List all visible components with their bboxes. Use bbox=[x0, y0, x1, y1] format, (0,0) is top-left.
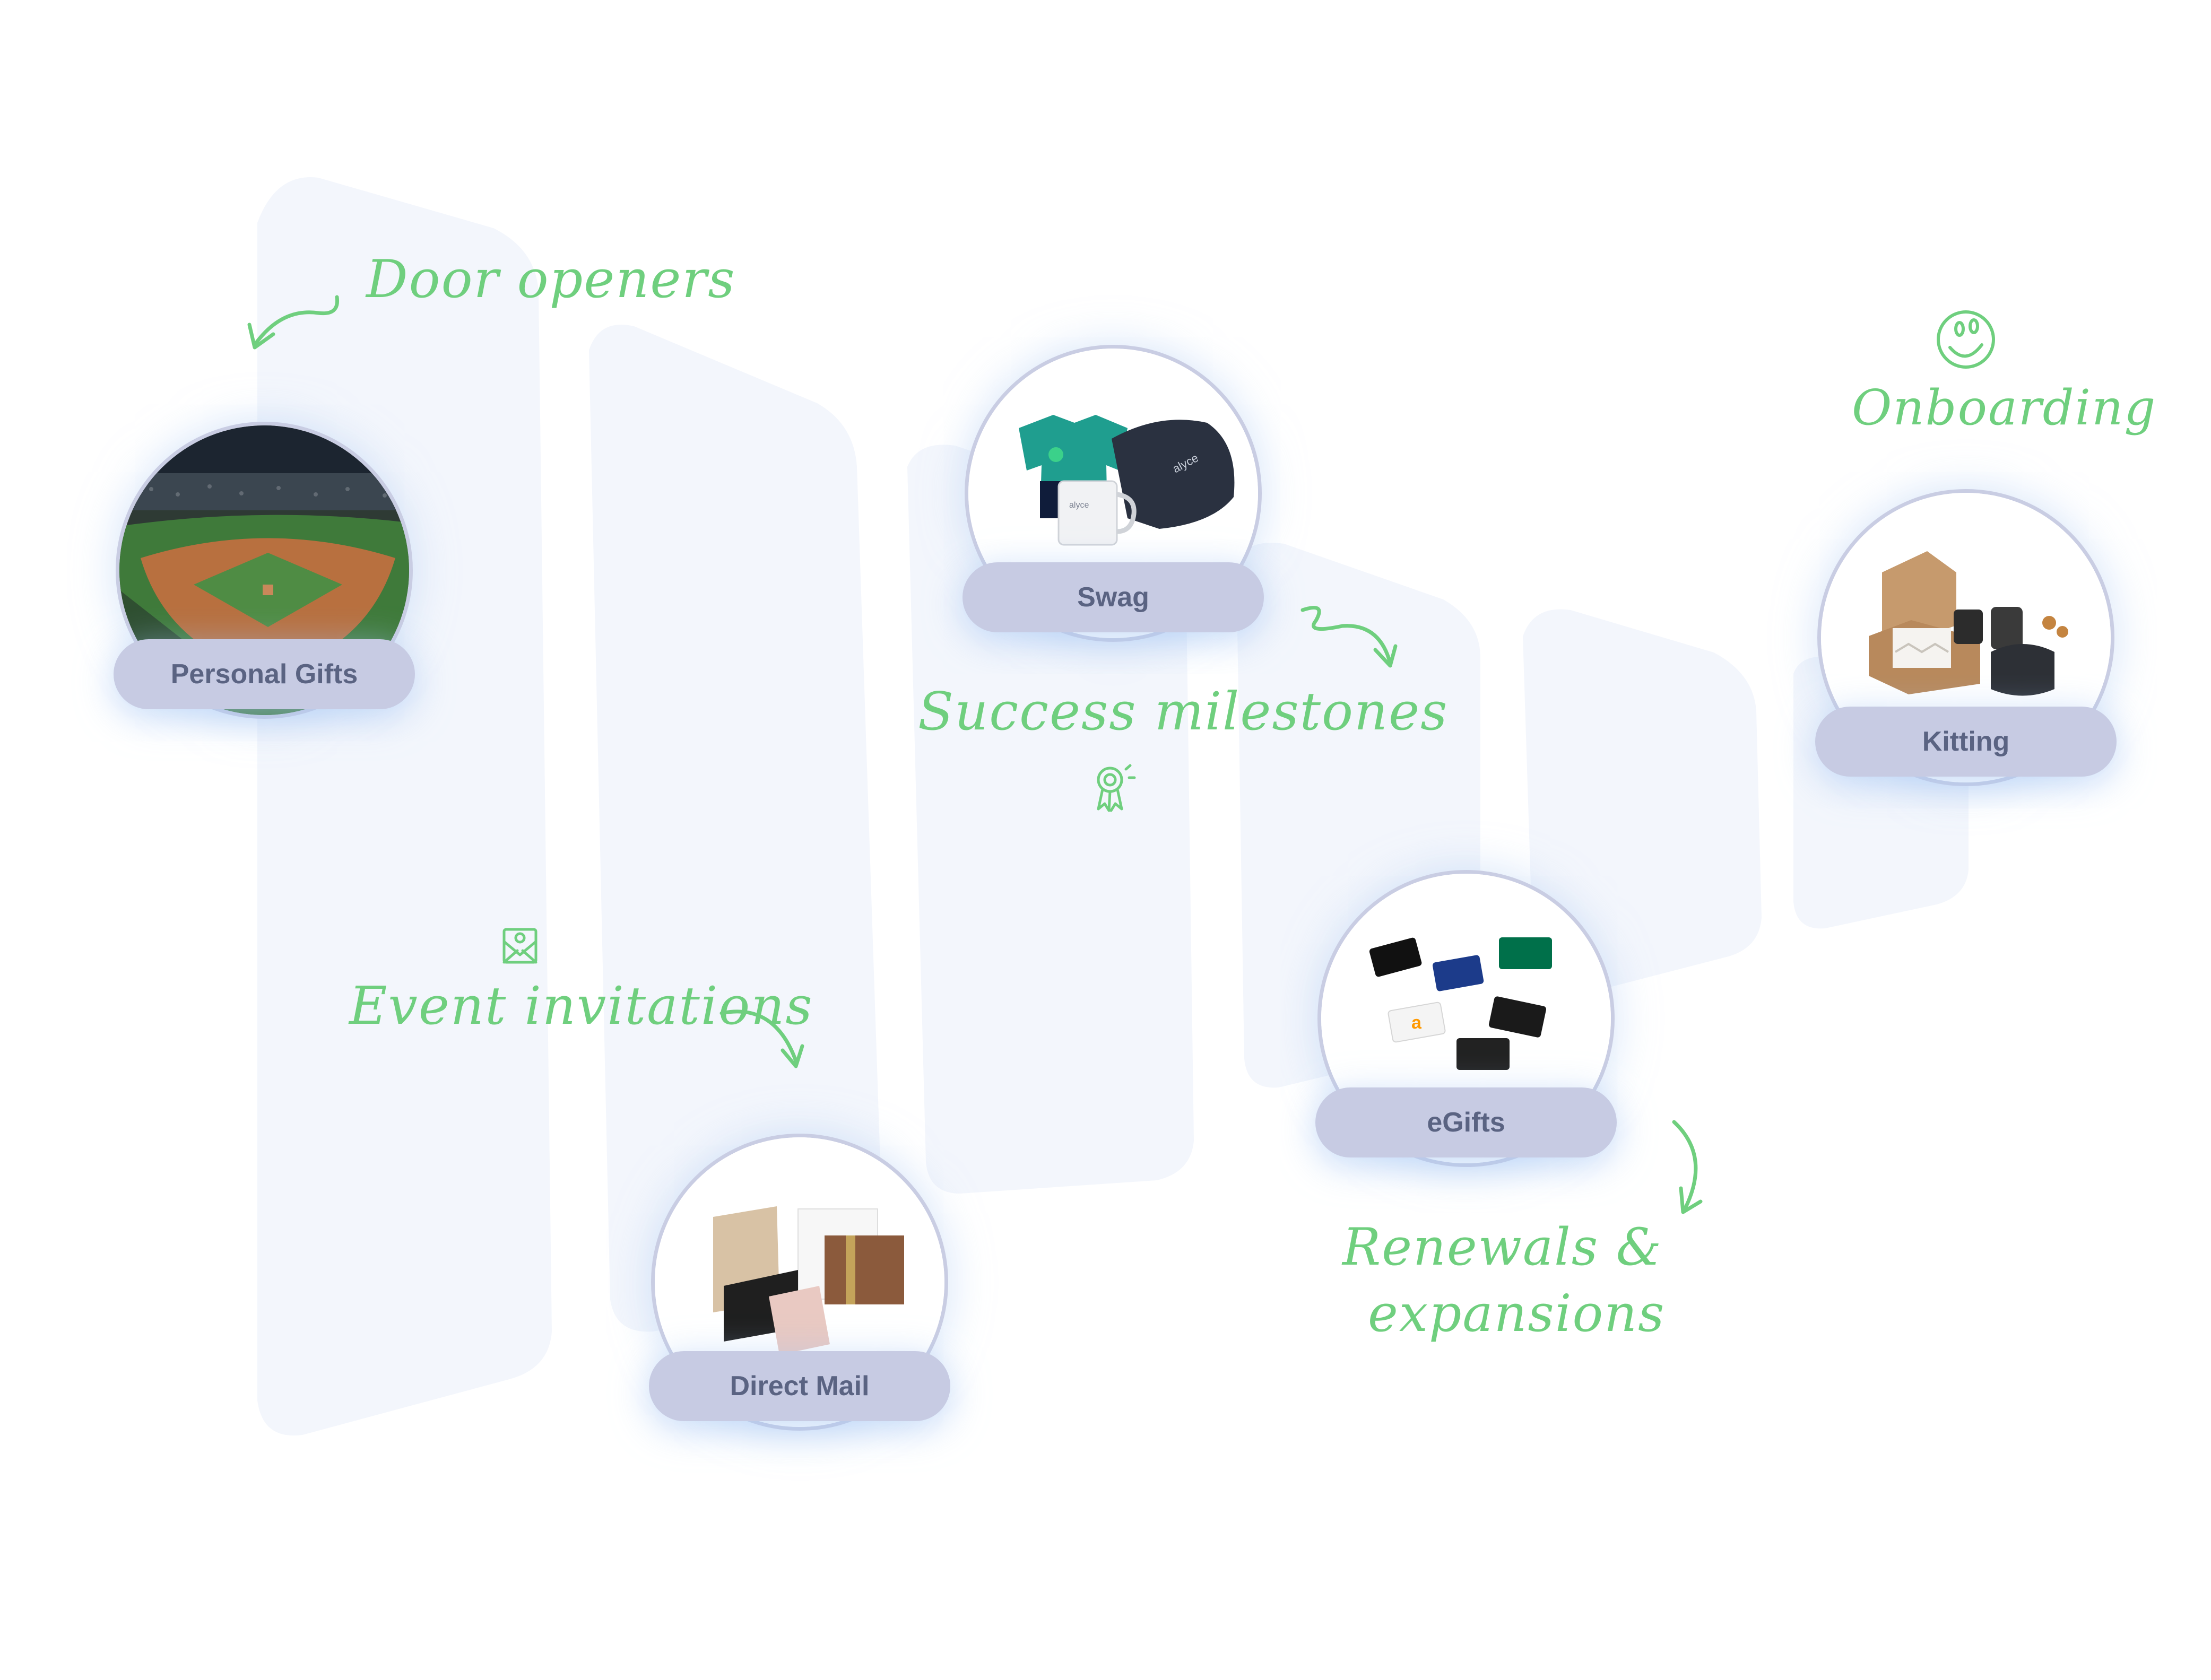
arrow-icon bbox=[1300, 606, 1398, 668]
annotation-renewals-line1: Renewals & bbox=[1342, 1217, 1663, 1277]
node-label: Personal Gifts bbox=[114, 639, 415, 709]
node-personal-gifts[interactable]: Personal Gifts bbox=[114, 422, 415, 719]
smiley-icon bbox=[1937, 310, 1995, 369]
annotation-success-milestones: Success milestones bbox=[918, 682, 1449, 742]
annotation-door-openers: Door openers bbox=[366, 249, 736, 310]
arrow-icon bbox=[719, 1009, 804, 1068]
node-label: Kitting bbox=[1815, 707, 2117, 777]
svg-text:a: a bbox=[1411, 1013, 1422, 1033]
node-label: Swag bbox=[963, 562, 1264, 632]
node-label: Direct Mail bbox=[649, 1351, 950, 1421]
svg-text:alyce: alyce bbox=[1069, 501, 1089, 510]
annotation-onboarding: Onboarding bbox=[1852, 379, 2157, 436]
node-kitting[interactable]: Kitting bbox=[1815, 489, 2117, 786]
annotation-event-invitations: Event invitations bbox=[349, 976, 813, 1037]
award-ribbon-icon bbox=[1097, 764, 1136, 812]
node-swag[interactable]: alyce alyce Swag bbox=[963, 345, 1264, 642]
node-egifts[interactable]: a eGifts bbox=[1315, 870, 1617, 1167]
bg-shape-2 bbox=[589, 325, 883, 1332]
envelope-invite-icon bbox=[502, 928, 537, 964]
arrow-icon bbox=[1672, 1120, 1703, 1214]
node-label: eGifts bbox=[1315, 1087, 1617, 1157]
annotation-renewals-line2: expansions bbox=[1368, 1284, 1666, 1343]
node-direct-mail[interactable]: Direct Mail bbox=[649, 1134, 950, 1431]
arrow-icon bbox=[247, 295, 340, 350]
